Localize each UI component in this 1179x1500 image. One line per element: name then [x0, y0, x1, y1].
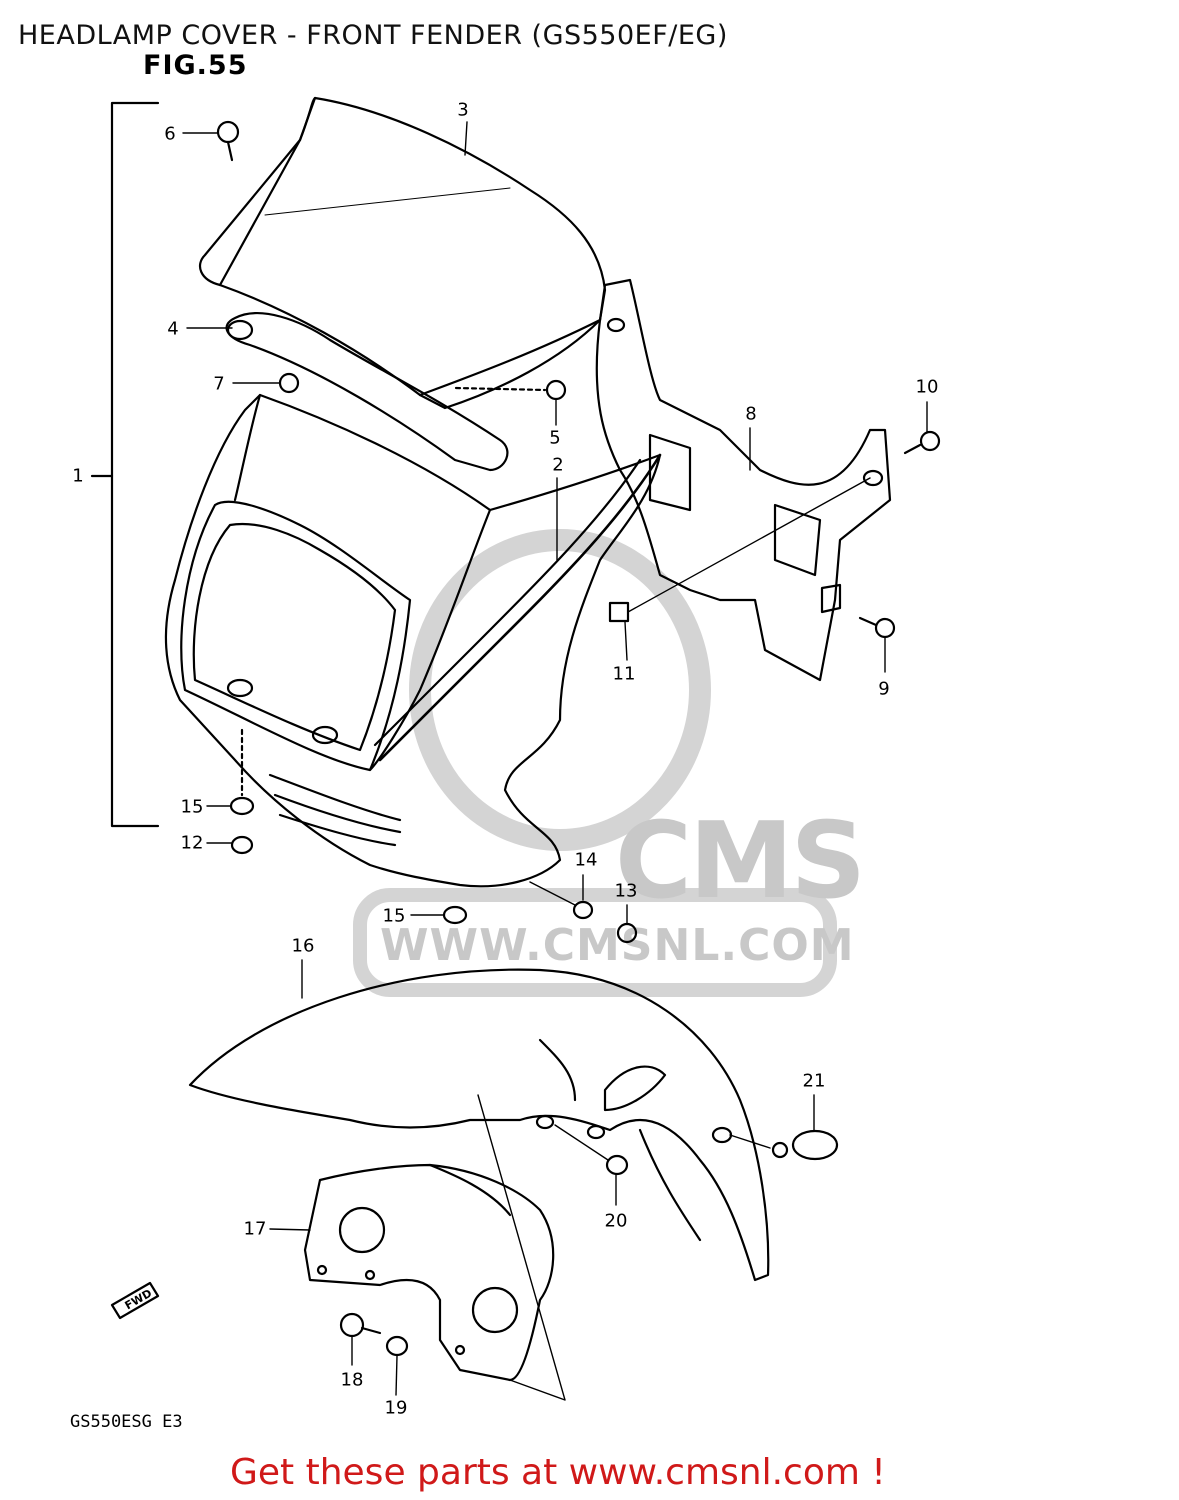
callout-10: 10 [915, 376, 939, 398]
callout-4: 4 [167, 318, 179, 340]
clip-11 [608, 477, 871, 623]
screw-12 [230, 835, 254, 855]
windscreen-part [198, 96, 607, 410]
washer-20 [554, 1124, 629, 1176]
callout-20: 20 [604, 1210, 628, 1232]
callout-3: 3 [457, 99, 469, 121]
front-fender-part [188, 968, 770, 1282]
figure-label: FIG.55 [143, 50, 248, 81]
callout-18: 18 [340, 1369, 364, 1391]
callout-16: 16 [291, 935, 315, 957]
watermark-logo: CMS [615, 800, 866, 922]
callout-19: 19 [384, 1397, 408, 1419]
callout-2: 2 [552, 454, 564, 476]
callout-9: 9 [878, 678, 890, 700]
callout-1: 1 [72, 465, 84, 487]
callout-11: 11 [612, 663, 636, 685]
page-title: HEADLAMP COVER - FRONT FENDER (GS550EF/E… [18, 20, 728, 51]
grommet-15b [442, 905, 468, 925]
grommet-15a [229, 728, 255, 816]
screw-6 [216, 120, 240, 162]
screw-13 [616, 922, 638, 944]
trim-part [225, 312, 509, 472]
fwd-arrow [110, 1281, 160, 1320]
fender-brace-part [303, 1163, 555, 1382]
screw-9 [858, 616, 896, 639]
group-bracket [90, 101, 160, 828]
callout-6: 6 [164, 123, 176, 145]
screw-10 [903, 430, 941, 455]
stay-bracket-part [595, 278, 892, 682]
screw-5 [454, 379, 567, 401]
callout-15b: 15 [382, 905, 406, 927]
bolt-18 [339, 1312, 382, 1338]
callout-21: 21 [802, 1070, 826, 1092]
callout-7: 7 [213, 373, 225, 395]
washer-14 [529, 881, 594, 920]
callout-12: 12 [180, 832, 204, 854]
grommet-21 [729, 1129, 839, 1161]
washer-19 [385, 1335, 409, 1357]
leader-lines [182, 121, 928, 1396]
brace-line [477, 1094, 566, 1401]
screw-7 [278, 372, 300, 394]
model-code: GS550ESG E3 [70, 1412, 183, 1432]
callout-14: 14 [574, 849, 598, 871]
watermark-url: WWW.CMSNL.COM [380, 920, 855, 971]
callout-5: 5 [549, 427, 561, 449]
callout-13: 13 [614, 880, 638, 902]
callout-15a: 15 [180, 796, 204, 818]
headlamp-cover-part [164, 393, 662, 888]
callout-17: 17 [243, 1218, 267, 1240]
callout-8: 8 [745, 403, 757, 425]
footer-link[interactable]: Get these parts at www.cmsnl.com ! [230, 1452, 886, 1493]
